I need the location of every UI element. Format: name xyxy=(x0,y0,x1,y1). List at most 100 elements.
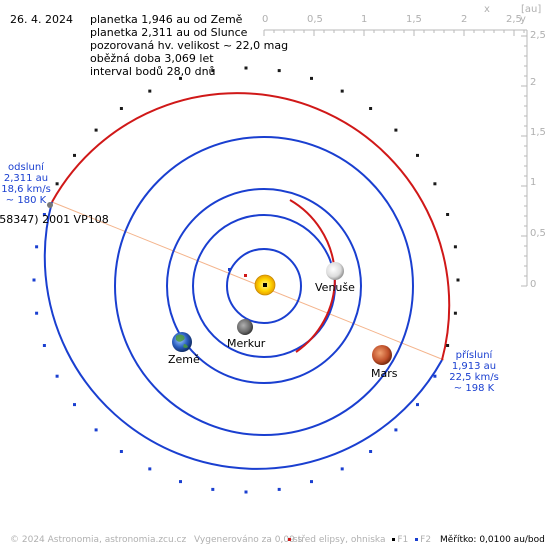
orbit-point-marker xyxy=(179,76,182,80)
orbit-point-marker xyxy=(446,213,450,216)
venus-label: Venuše xyxy=(315,281,355,294)
orbit-point-marker xyxy=(73,403,76,407)
orbit-point-marker xyxy=(369,450,373,453)
top-axis-letter: x xyxy=(484,4,490,15)
orbit-point-marker xyxy=(35,311,39,315)
top-tick-label: 2 xyxy=(461,14,468,25)
orbit-point-marker xyxy=(94,128,98,132)
asteroid-label: (358347) 2001 VP108 xyxy=(0,213,109,226)
orbit-point-marker xyxy=(32,278,36,282)
mercury-icon xyxy=(237,319,253,335)
orbit-point-marker xyxy=(211,487,215,491)
mercury-orbit xyxy=(226,248,302,324)
f2-legend-icon xyxy=(415,537,419,541)
orbit-point-marker xyxy=(119,450,123,453)
footer-scale: Měřítko: 0,0100 au/bod xyxy=(440,535,545,545)
asteroid-orbit-red xyxy=(51,92,451,361)
orbit-point-marker xyxy=(179,480,182,484)
scale-axes xyxy=(263,29,528,287)
asteroid-icon xyxy=(47,202,53,208)
orbit-point-markers xyxy=(32,66,460,494)
right-axis-ticks xyxy=(521,35,527,287)
orbit-point-marker xyxy=(453,311,457,315)
right-tick-label: 0,5 xyxy=(530,228,546,239)
orbit-point-marker xyxy=(453,245,457,249)
orbit-point-marker xyxy=(244,66,248,70)
info-line-magnitude: pozorovaná hv. velikost ~ 22,0 mag xyxy=(90,39,289,52)
orbit-point-marker xyxy=(211,69,215,73)
f1-legend-label: F1 xyxy=(397,535,409,545)
orbit-point-marker xyxy=(433,374,437,378)
top-tick-label: 0 xyxy=(262,14,269,25)
center-legend-label: střed elipsy, ohniska xyxy=(293,535,386,545)
orbit-point-marker xyxy=(416,153,419,157)
axis-unit-label: [au] xyxy=(521,4,542,15)
orbit-point-marker xyxy=(310,76,313,80)
f1-legend-icon xyxy=(392,537,396,541)
earth-continents-icon xyxy=(176,334,188,348)
top-tick-label: 1 xyxy=(361,14,368,25)
orbit-point-marker xyxy=(35,245,39,249)
orbit-point-marker xyxy=(369,107,373,110)
top-tick-label: 0,5 xyxy=(307,14,323,25)
orbit-point-marker xyxy=(73,153,76,157)
footer-legend: střed elipsy, ohniska F1 F2 xyxy=(284,535,431,545)
info-line-sun-distance: planetka 2,311 au od Slunce xyxy=(90,26,248,39)
right-tick-label: 2 xyxy=(530,77,537,88)
right-tick-label: 0 xyxy=(530,279,537,290)
asteroid-orbit-blue xyxy=(43,201,443,470)
orbit-point-marker xyxy=(433,182,437,186)
orbit-point-marker xyxy=(394,128,398,132)
center-legend-icon xyxy=(288,537,291,541)
orbit-point-marker xyxy=(446,344,450,347)
orbit-point-marker xyxy=(94,428,98,432)
aphelion-distance: 2,311 au xyxy=(3,173,49,184)
orbit-point-marker xyxy=(456,278,460,282)
top-tick-label: 2,5 xyxy=(506,14,522,25)
info-line-period: oběžná doba 3,069 let xyxy=(90,52,214,65)
mars-icon xyxy=(372,345,392,365)
orbit-point-marker xyxy=(148,89,152,93)
info-line-interval: interval bodů 28,0 dnů xyxy=(90,65,216,78)
info-line-earth-distance: planetka 1,946 au od Země xyxy=(90,13,243,26)
earth-label: Země xyxy=(168,353,200,366)
orbit-point-marker xyxy=(119,107,123,110)
ellipse-center-marker xyxy=(244,274,247,277)
apsis-line xyxy=(51,201,445,361)
orbit-point-marker xyxy=(416,403,419,407)
orbit-point-marker xyxy=(277,69,281,73)
footer-generated: Vygenerováno za 0,09 s xyxy=(194,535,303,545)
orbit-point-marker xyxy=(244,490,248,494)
right-axis-letter: y xyxy=(520,14,526,25)
venus-icon xyxy=(326,262,344,280)
orbit-point-marker xyxy=(55,374,59,378)
orbit-point-marker xyxy=(340,89,344,93)
right-tick-label: 1,5 xyxy=(530,127,546,138)
mars-orbit xyxy=(114,136,414,436)
top-axis-ticks xyxy=(263,30,525,36)
aphelion-title: odsluní xyxy=(8,162,44,173)
right-tick-label: 1 xyxy=(530,177,537,188)
perihelion-distance: 1,913 au xyxy=(451,361,497,372)
perihelion-title: přísluní xyxy=(455,350,493,361)
focus-f1-marker xyxy=(263,283,267,287)
orbit-point-marker xyxy=(340,467,344,471)
aphelion-temperature: ~ 180 K xyxy=(5,195,47,206)
orbit-point-marker xyxy=(310,480,313,484)
orbit-point-marker xyxy=(55,182,59,186)
perihelion-annotation: přísluní 1,913 au 22,5 km/s ~ 198 K xyxy=(446,350,502,394)
orbit-point-marker xyxy=(148,467,152,471)
right-tick-label: 2,5 xyxy=(530,30,546,41)
orbit-point-marker xyxy=(42,344,46,347)
aphelion-annotation: odsluní 2,311 au 18,6 km/s ~ 180 K xyxy=(0,162,52,206)
orbit-point-marker xyxy=(394,428,398,432)
f2-legend-label: F2 xyxy=(420,535,432,545)
aphelion-speed: 18,6 km/s xyxy=(1,184,51,195)
perihelion-speed: 22,5 km/s xyxy=(449,372,499,383)
focus-f2-marker xyxy=(228,268,231,271)
orbit-point-marker xyxy=(42,213,46,216)
orbit-point-marker xyxy=(277,487,281,491)
top-tick-label: 1,5 xyxy=(406,14,422,25)
